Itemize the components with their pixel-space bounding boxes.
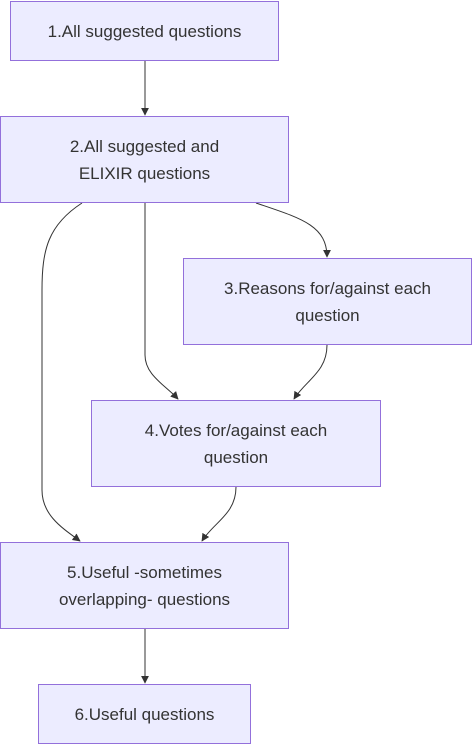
edge-3-to-4 <box>293 344 328 400</box>
node-label: 2.All suggested and ELIXIR questions <box>69 136 220 183</box>
node-all-suggested-and-elixir-questions: 2.All suggested and ELIXIR questions <box>0 116 289 203</box>
node-reasons-for-against: 3.Reasons for/against each question <box>183 258 472 345</box>
node-label: 3.Reasons for/against each question <box>224 278 431 325</box>
node-label: 4.Votes for/against each question <box>144 420 328 467</box>
edge-2-to-4 <box>144 203 179 400</box>
node-label: 1.All suggested questions <box>47 21 242 41</box>
node-label: 5.Useful -sometimes overlapping- questio… <box>58 562 231 609</box>
node-useful-questions: 6.Useful questions <box>38 684 251 744</box>
edge-2-to-5 <box>41 202 83 542</box>
edge-4-to-5 <box>201 486 237 542</box>
node-all-suggested-questions: 1.All suggested questions <box>10 1 279 61</box>
node-votes-for-against: 4.Votes for/against each question <box>91 400 381 487</box>
node-useful-overlapping-questions: 5.Useful -sometimes overlapping- questio… <box>0 542 289 629</box>
node-label: 6.Useful questions <box>74 704 215 724</box>
edge-2-to-3 <box>255 202 331 258</box>
